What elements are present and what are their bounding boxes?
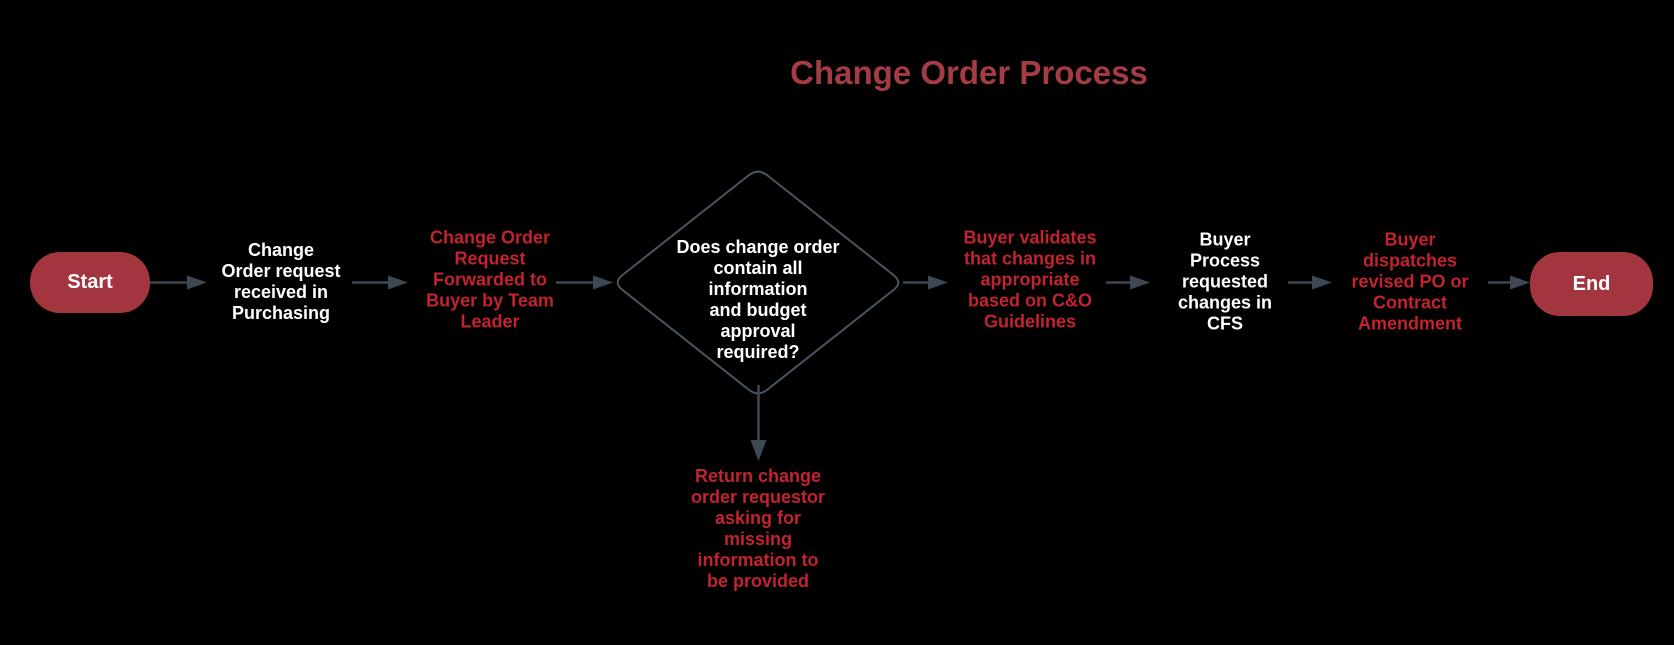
arrow-received-to-forwarded	[352, 275, 408, 290]
arrow-decision-to-return	[750, 385, 767, 461]
arrow-validates-to-process	[1106, 275, 1150, 290]
arrow-start-to-received	[150, 275, 207, 290]
decision-diamond-shape	[616, 170, 900, 395]
step-return-requestor: Return change order requestor asking for…	[690, 466, 826, 591]
arrow-decision-to-validates	[903, 275, 948, 290]
decision-node-label: Does change order contain all informatio…	[676, 237, 840, 362]
arrow-process-to-dispatches	[1288, 275, 1332, 290]
step-forwarded-to-buyer: Change Order Request Forwarded to Buyer …	[426, 227, 554, 332]
step-buyer-dispatches: Buyer dispatches revised PO or Contract …	[1351, 229, 1469, 334]
step-received-in-purchasing: Change Order request received in Purchas…	[221, 240, 341, 323]
arrow-forwarded-to-decision	[556, 275, 613, 290]
start-node-label: Start	[67, 271, 113, 293]
end-node-label: End	[1572, 272, 1611, 295]
start-node: Start	[30, 252, 150, 313]
end-node: End	[1530, 252, 1653, 316]
step-buyer-validates: Buyer validates that changes in appropri…	[963, 227, 1097, 332]
diagram-title: Change Order Process	[790, 54, 1148, 91]
arrow-dispatches-to-end	[1488, 275, 1530, 290]
step-buyer-process-cfs: Buyer Process requested changes in CFS	[1177, 229, 1273, 334]
